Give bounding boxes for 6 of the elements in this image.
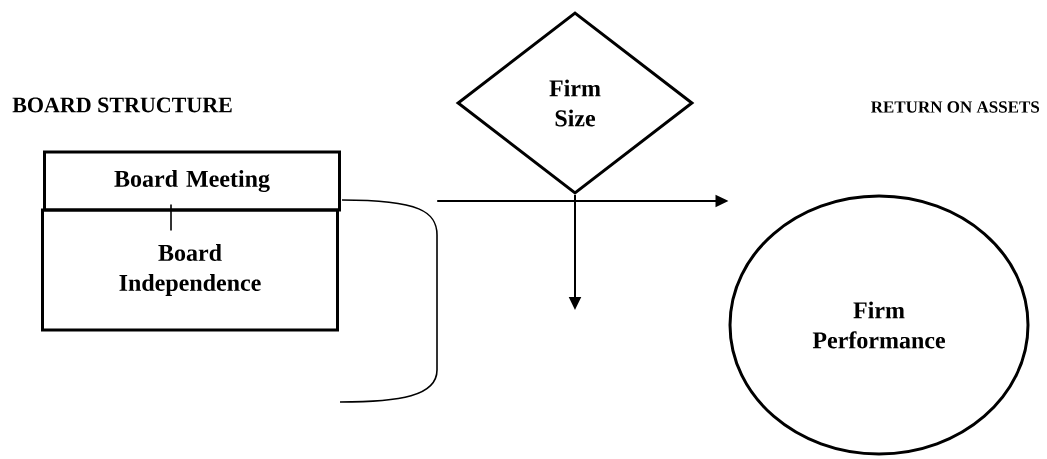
process-box: Board Meeting <box>43 150 341 212</box>
bracket <box>339 199 438 403</box>
heading: RETURN ON ASSETS <box>871 101 1040 113</box>
connector-line <box>170 203 172 232</box>
heading: BOARD STRUCTURE <box>12 97 232 113</box>
process-box: Board Independence <box>41 208 339 332</box>
